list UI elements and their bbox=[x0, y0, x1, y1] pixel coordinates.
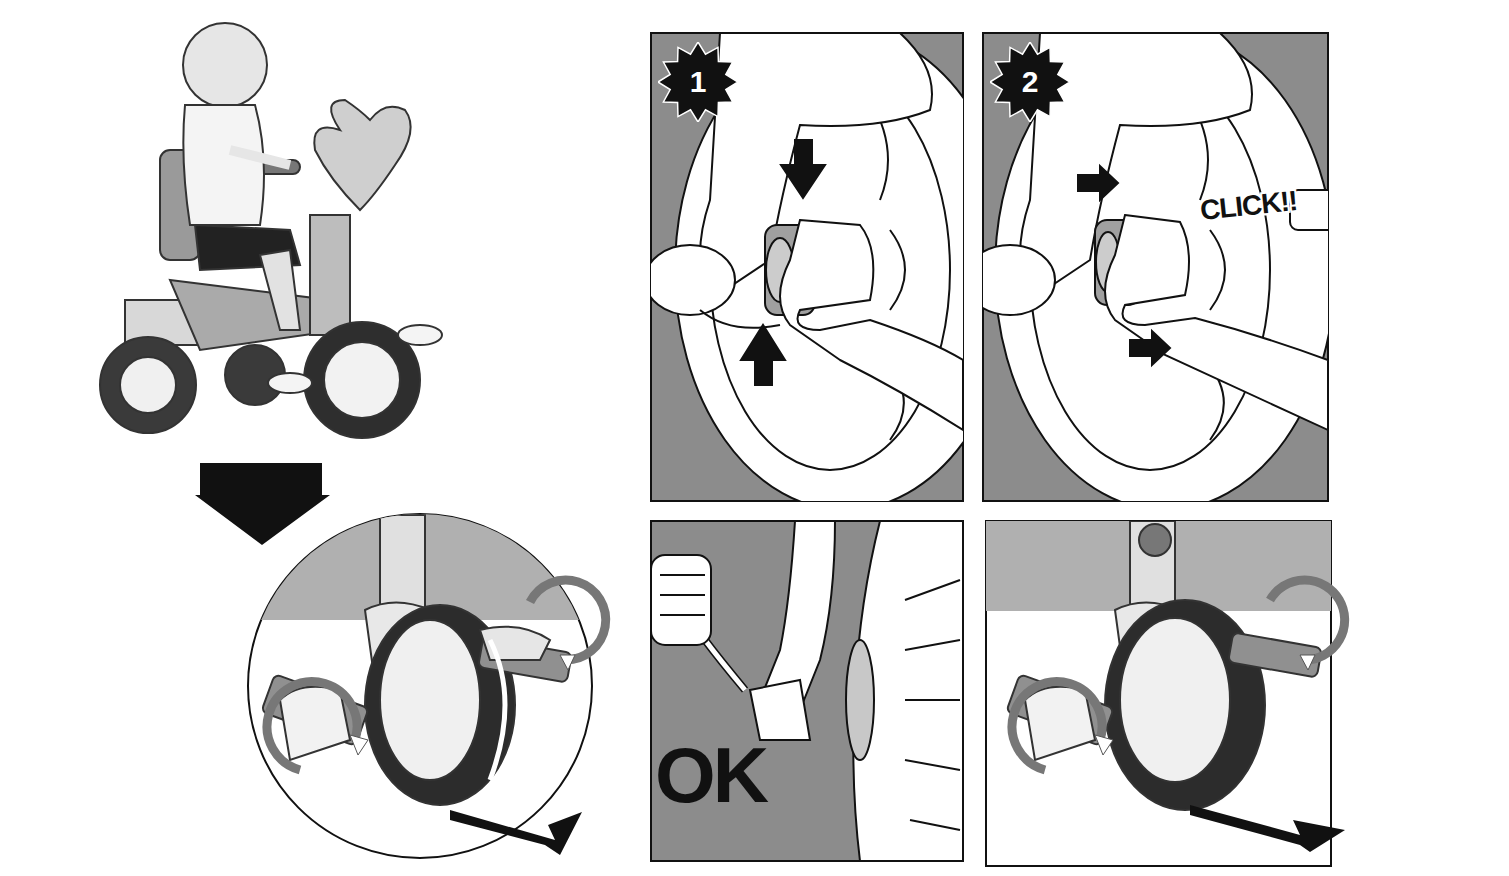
starburst-outline bbox=[990, 42, 1070, 122]
detail-circle bbox=[248, 510, 606, 858]
tricycle-photo bbox=[100, 23, 442, 438]
step-starburst: 2 bbox=[990, 42, 1070, 122]
step-starburst: 1 bbox=[658, 42, 738, 122]
step-panel bbox=[645, 30, 1015, 510]
starburst-outline bbox=[658, 42, 738, 122]
step-number: 2 bbox=[990, 42, 1070, 122]
result-panel bbox=[986, 521, 1345, 866]
result-text: OK bbox=[655, 730, 766, 821]
step-panel bbox=[965, 30, 1340, 510]
result-panel bbox=[651, 521, 963, 861]
step-number: 1 bbox=[658, 42, 738, 122]
direction-arrow bbox=[195, 463, 330, 545]
